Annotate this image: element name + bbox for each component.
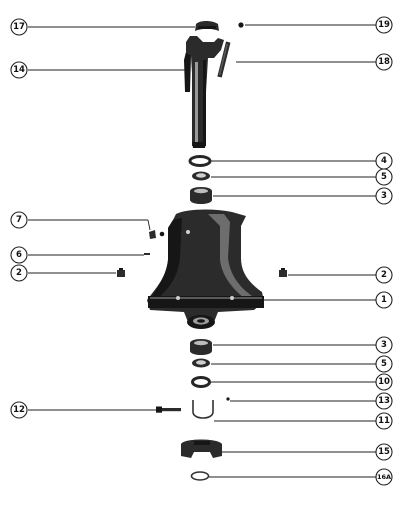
callout-17-label: 17 bbox=[13, 22, 25, 32]
callout-18-label: 18 bbox=[378, 57, 390, 67]
callout-14-label: 14 bbox=[13, 65, 25, 75]
callout-2-left-label: 2 bbox=[16, 268, 22, 278]
part-3-bearing-top bbox=[190, 187, 212, 204]
callout-10-label: 10 bbox=[378, 377, 390, 387]
part-11-clamp bbox=[192, 400, 214, 419]
callout-13-label: 13 bbox=[378, 396, 390, 406]
callout-11-label: 11 bbox=[378, 416, 390, 426]
callout-16a-label: 16A bbox=[377, 473, 391, 481]
callout-1-label: 1 bbox=[381, 295, 387, 305]
part-10-washer bbox=[191, 376, 211, 388]
callout-2-left: 2 bbox=[10, 264, 28, 282]
callout-18: 18 bbox=[375, 53, 393, 71]
callout-15-label: 15 bbox=[378, 447, 390, 457]
part-16a-oring bbox=[190, 471, 210, 481]
callout-2-right: 2 bbox=[375, 266, 393, 284]
part-5-race-bottom bbox=[192, 358, 210, 368]
callout-19: 19 bbox=[375, 16, 393, 34]
callout-12-label: 12 bbox=[13, 405, 25, 415]
part-2-screw-left bbox=[117, 268, 125, 277]
callout-17: 17 bbox=[10, 18, 28, 36]
callout-2-right-label: 2 bbox=[381, 270, 387, 280]
part-17-yoke bbox=[195, 21, 219, 31]
callout-7-label: 7 bbox=[16, 215, 22, 225]
callout-14: 14 bbox=[10, 61, 28, 79]
part-5-race-top bbox=[192, 171, 210, 181]
callout-12: 12 bbox=[10, 401, 28, 419]
part-15-cap bbox=[181, 439, 222, 458]
callout-4-label: 4 bbox=[381, 156, 387, 166]
callout-16a: 16A bbox=[375, 468, 393, 486]
callout-1: 1 bbox=[375, 291, 393, 309]
callout-3-top: 3 bbox=[375, 187, 393, 205]
part-1-swivel-bracket bbox=[147, 209, 264, 329]
callout-13: 13 bbox=[375, 392, 393, 410]
callout-3-top-label: 3 bbox=[381, 191, 387, 201]
part-4-washer bbox=[188, 155, 212, 167]
callout-5-bottom: 5 bbox=[375, 355, 393, 373]
callout-5-bottom-label: 5 bbox=[381, 359, 387, 369]
callout-3-bottom-label: 3 bbox=[381, 340, 387, 350]
callout-7: 7 bbox=[10, 211, 28, 229]
callout-5-top: 5 bbox=[375, 168, 393, 186]
part-3-bearing-bottom bbox=[190, 339, 212, 355]
part-12-bolt bbox=[156, 406, 181, 413]
part-6-pin bbox=[144, 253, 150, 255]
callout-19-label: 19 bbox=[378, 20, 390, 30]
part-18-pin bbox=[217, 41, 231, 78]
callout-10: 10 bbox=[375, 373, 393, 391]
part-14-shaft bbox=[184, 36, 224, 148]
callout-3-bottom: 3 bbox=[375, 336, 393, 354]
callout-6: 6 bbox=[10, 246, 28, 264]
part-7-fitting bbox=[149, 230, 165, 239]
part-19-ball bbox=[238, 22, 244, 28]
callout-15: 15 bbox=[375, 443, 393, 461]
callout-4: 4 bbox=[375, 152, 393, 170]
callout-11: 11 bbox=[375, 412, 393, 430]
leader-lines bbox=[28, 24, 376, 478]
part-13-ball bbox=[226, 397, 230, 401]
callout-5-top-label: 5 bbox=[381, 172, 387, 182]
callout-6-label: 6 bbox=[16, 250, 22, 260]
part-2-screw-right bbox=[279, 268, 287, 277]
